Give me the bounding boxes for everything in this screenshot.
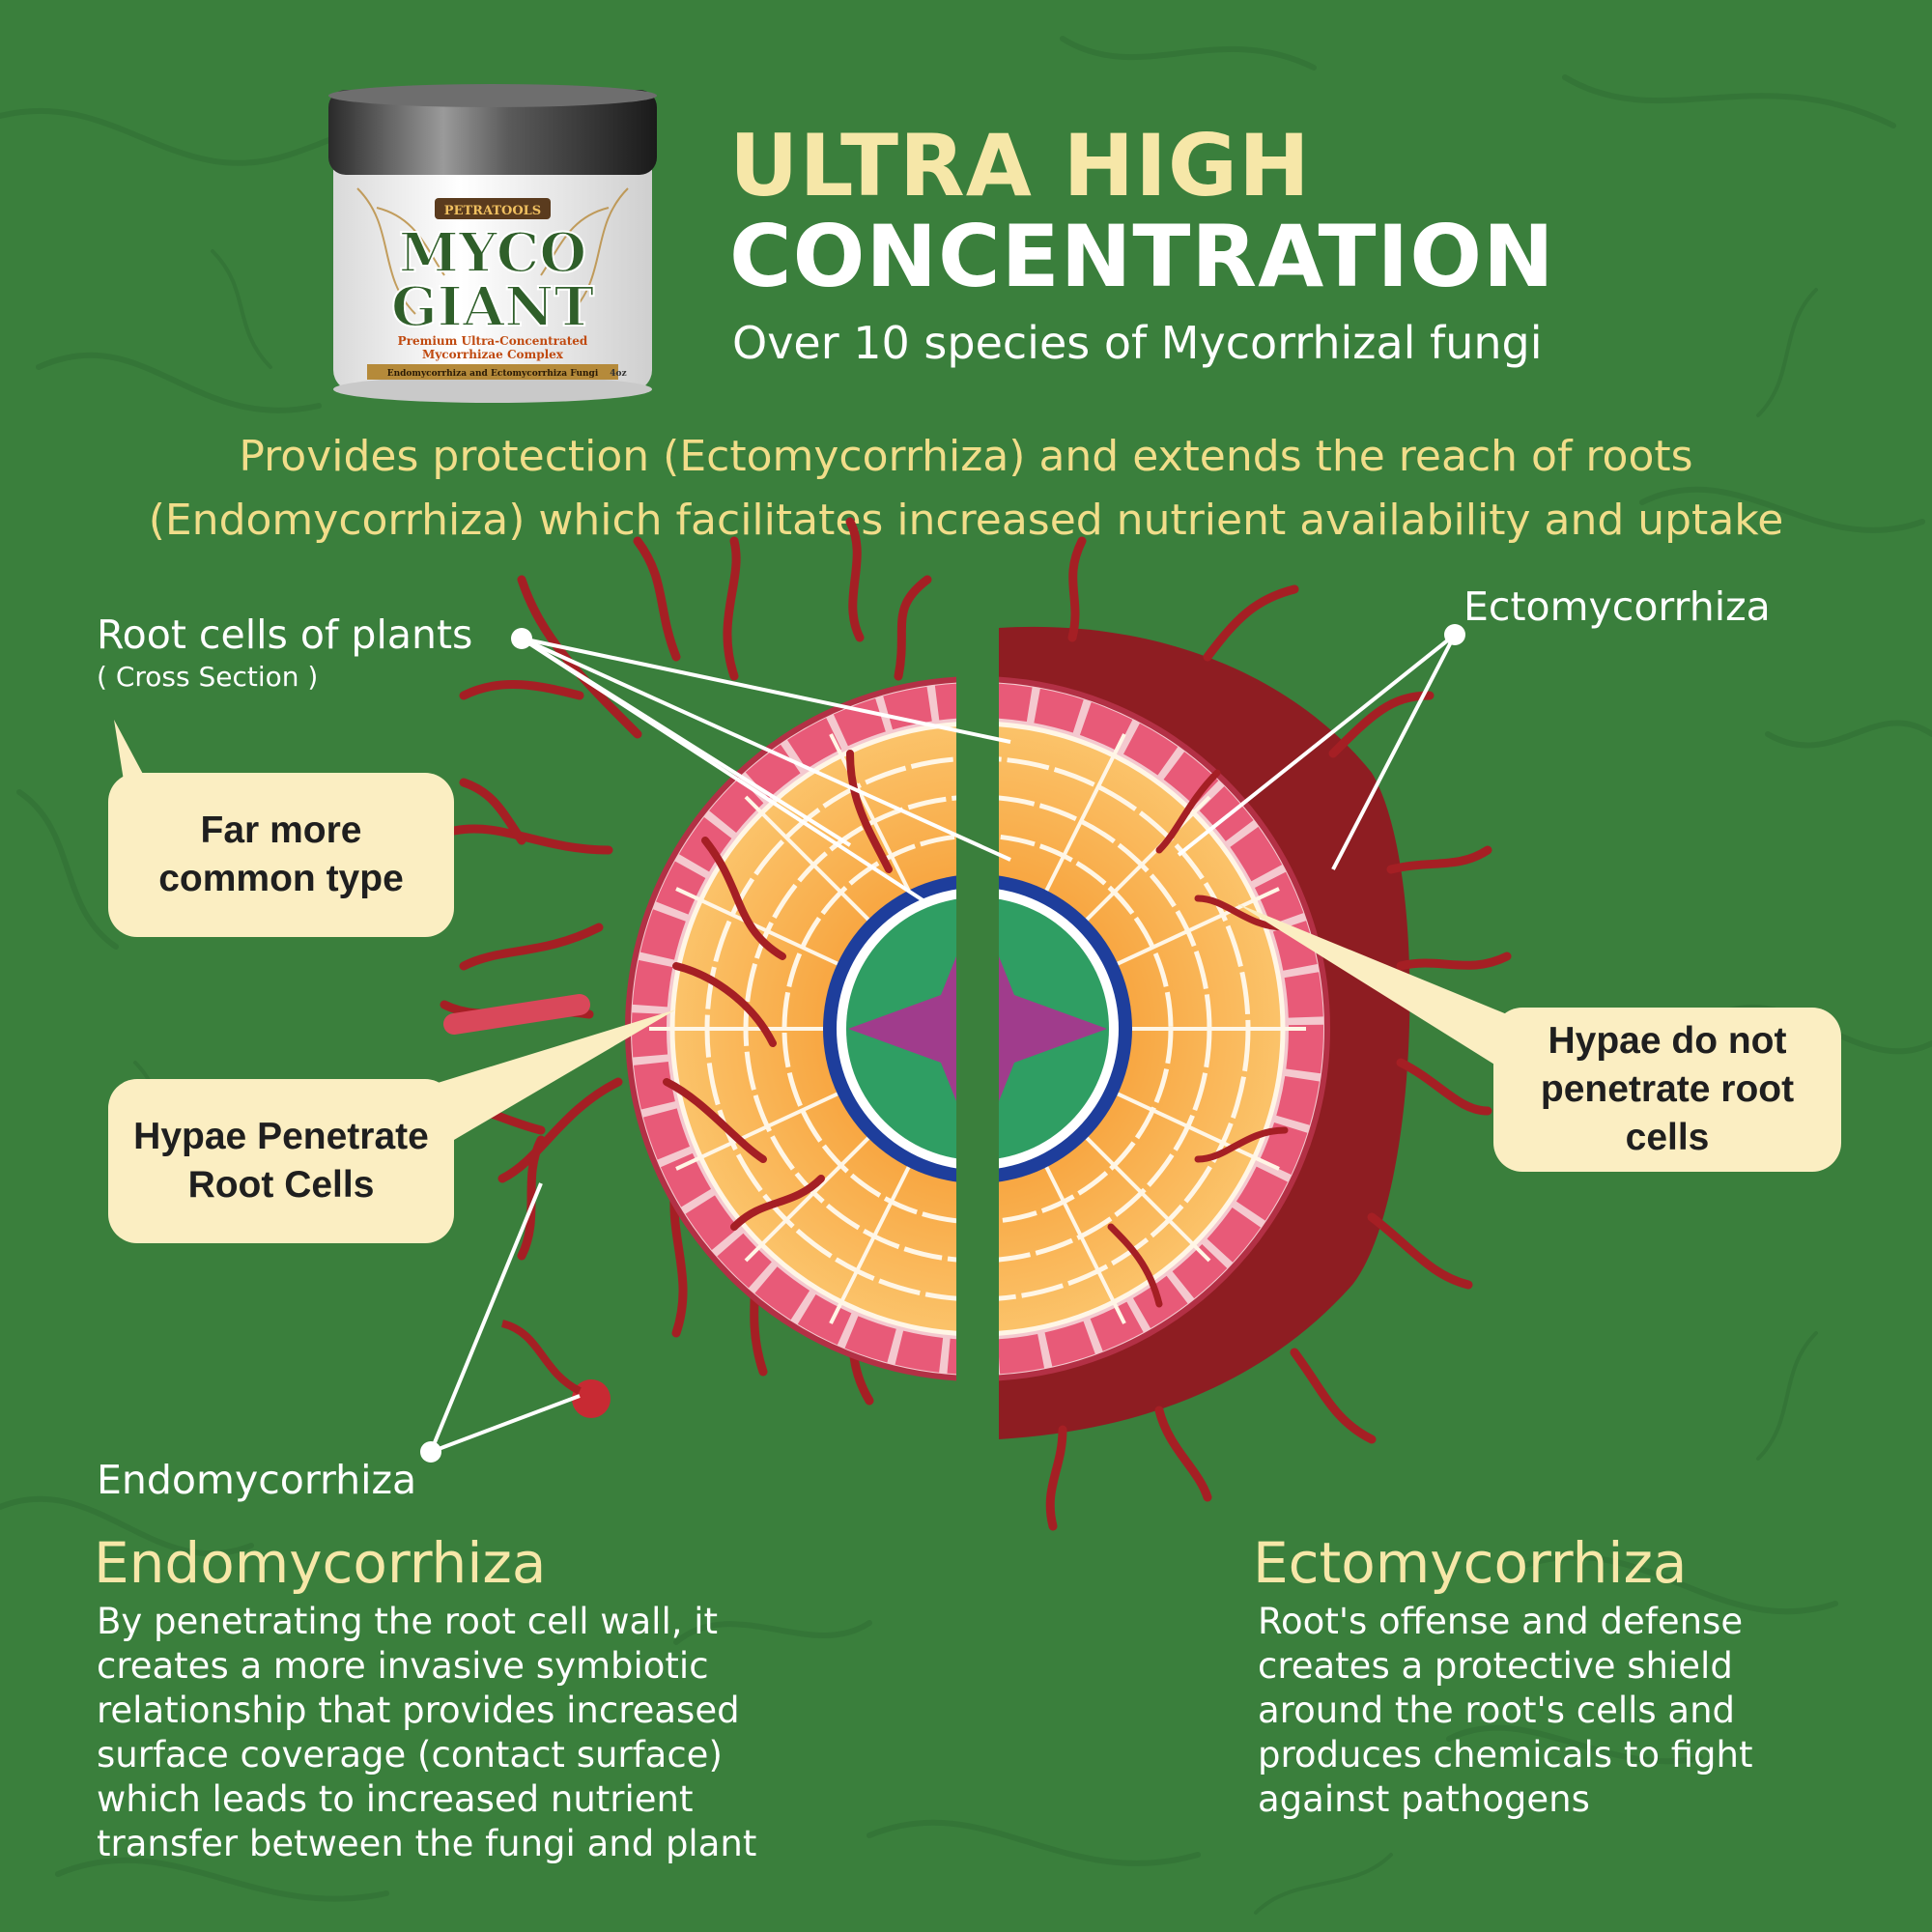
callout-hyphae-no-penetrate: Hypae do not penetrate root cells — [1493, 1008, 1841, 1172]
leader-lines — [429, 633, 1457, 1454]
leader-dot-root-cells — [511, 628, 532, 649]
ecto-section-body: Root's offense and defense creates a pro… — [1258, 1601, 1753, 1820]
jar-brand: PETRATOOLS — [444, 204, 541, 218]
jar-name-line1: MYCO — [399, 221, 586, 285]
root-cells-label: Root cells of plants — [97, 611, 473, 658]
jar-name-line2: GIANT — [391, 275, 595, 339]
jar-lid — [328, 90, 657, 175]
intro-text: Provides protection (Ectomycorrhiza) and… — [148, 432, 1784, 545]
callout-pointer-common — [114, 720, 145, 781]
endo-diagram-label: Endomycorrhiza — [97, 1457, 417, 1503]
jar-body — [333, 150, 652, 391]
ectomycorrhiza-half — [999, 536, 1512, 1531]
endo-section-title: Endomycorrhiza — [94, 1530, 547, 1596]
external-hyphae-right — [1045, 536, 1512, 1531]
callout-common-type: Far more common type — [108, 773, 454, 937]
jar-tagline-line2: Mycorrhizae Complex — [422, 348, 564, 361]
callout-pointer-penetrate — [425, 1009, 676, 1140]
internal-hyphae — [663, 750, 893, 1231]
ecto-diagram-label: Ectomycorrhiza — [1463, 583, 1771, 630]
leader-dot-endo — [420, 1441, 441, 1463]
headline-line1: ULTRA HIGH — [729, 116, 1311, 215]
jar-size: 4oz — [610, 369, 626, 379]
headline-line2: CONCENTRATION — [729, 207, 1555, 306]
leader-dot-ecto — [1444, 624, 1465, 645]
jar-tagline-line1: Premium Ultra-Concentrated — [398, 334, 588, 348]
endomycorrhiza-half — [440, 517, 956, 1418]
jar-strip: Endomycorrhiza and Ectomycorrhiza Fungi — [387, 369, 599, 379]
hartig-net-hyphae — [1107, 769, 1289, 1308]
ecto-section-title: Ectomycorrhiza — [1253, 1530, 1688, 1596]
headline: ULTRA HIGH CONCENTRATION — [729, 124, 1555, 299]
callout-pointer-no-penetrate — [1236, 903, 1507, 1072]
subheadline: Over 10 species of Mycorrhizal fungi — [732, 317, 1543, 369]
product-jar: PETRATOOLS MYCO GIANT Premium Ultra-Conc… — [328, 84, 657, 403]
cross-section-label: ( Cross Section ) — [97, 661, 319, 693]
callout-hyphae-penetrate: Hypae Penetrate Root Cells — [108, 1079, 454, 1243]
spore-vesicle — [572, 1379, 611, 1418]
endo-section-body: By penetrating the root cell wall, it cr… — [97, 1601, 757, 1864]
